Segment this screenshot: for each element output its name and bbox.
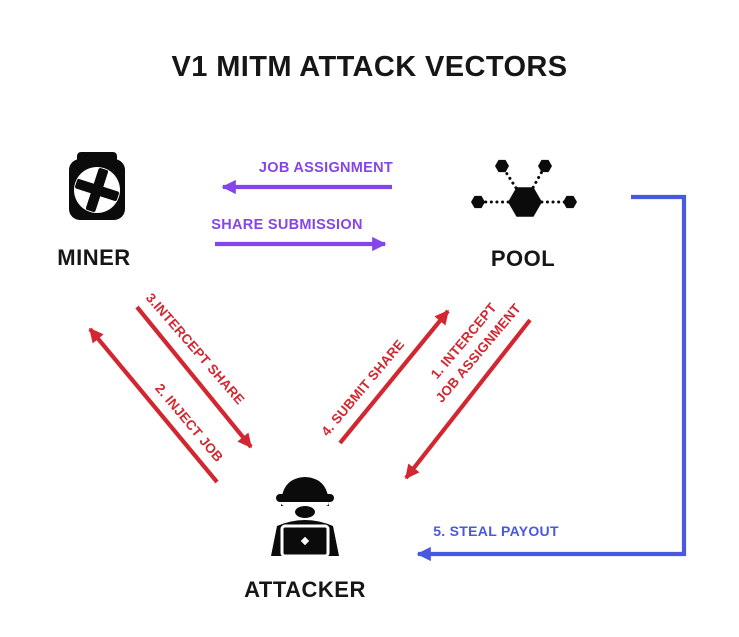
pool-icon [471, 159, 577, 217]
attacker-icon [271, 477, 339, 558]
share-submission-label: SHARE SUBMISSION [211, 216, 363, 233]
submit-share-arrow [338, 309, 450, 445]
intercept-share-arrow [135, 305, 253, 449]
miner-icon [69, 152, 125, 220]
page-title: V1 MITM ATTACK VECTORS [171, 51, 568, 83]
job-assignment-label: JOB ASSIGNMENT [258, 159, 394, 176]
miner-label: MINER [57, 245, 131, 270]
inject-job-arrow [88, 327, 219, 484]
intercept-job-assignment-arrow [404, 318, 532, 480]
steal-payout-label: 5. STEAL PAYOUT [433, 523, 559, 539]
steal-payout-arrow [416, 194, 687, 562]
pool-label: POOL [490, 246, 556, 271]
attacker-label: ATTACKER [244, 577, 366, 602]
